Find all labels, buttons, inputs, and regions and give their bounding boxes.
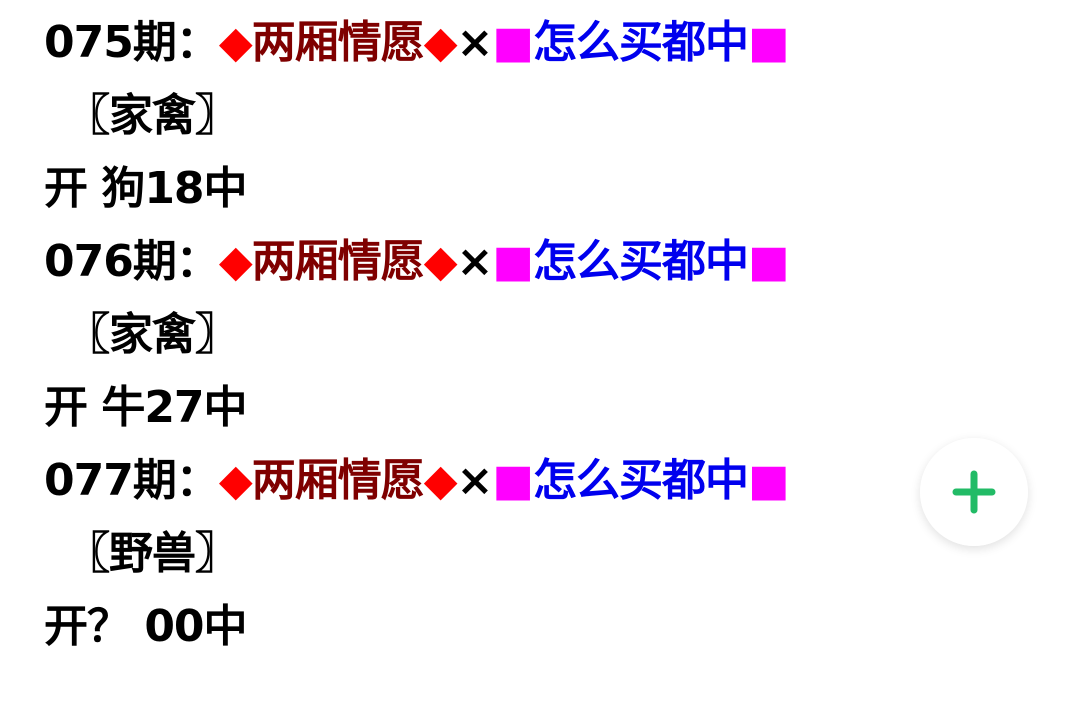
times-icon: × (456, 455, 494, 506)
diamond-icon: ◆ (218, 17, 253, 68)
diamond-icon: ◆ (423, 236, 458, 287)
category-label: 〖家禽〗 (66, 90, 239, 141)
title-part1: 两厢情愿 (251, 17, 425, 68)
times-icon: × (456, 236, 494, 287)
times-icon: × (456, 17, 494, 68)
record-header-075: 075期：◆两厢情愿◆×■怎么买都中■ (44, 6, 790, 79)
square-icon: ■ (748, 236, 790, 287)
diamond-icon: ◆ (423, 455, 458, 506)
plus-icon (952, 470, 996, 514)
title-part1: 两厢情愿 (251, 455, 425, 506)
period-label: 077期： (44, 455, 220, 506)
diamond-icon: ◆ (423, 17, 458, 68)
title-part1: 两厢情愿 (251, 236, 425, 287)
result-label: 开 牛27中 (44, 382, 248, 433)
add-button[interactable] (920, 438, 1028, 546)
record-header-076: 076期：◆两厢情愿◆×■怎么买都中■ (44, 225, 790, 298)
period-label: 075期： (44, 17, 220, 68)
period-label: 076期： (44, 236, 220, 287)
square-icon: ■ (748, 455, 790, 506)
result-label: 开 狗18中 (44, 163, 248, 214)
title-part2: 怎么买都中 (533, 17, 749, 68)
category-label: 〖野兽〗 (66, 528, 239, 579)
diamond-icon: ◆ (218, 455, 253, 506)
record-header-077: 077期：◆两厢情愿◆×■怎么买都中■ (44, 444, 790, 517)
square-icon: ■ (492, 455, 534, 506)
result-label: 开？ 00中 (44, 601, 248, 652)
diamond-icon: ◆ (218, 236, 253, 287)
title-part2: 怎么买都中 (533, 236, 749, 287)
square-icon: ■ (492, 17, 534, 68)
title-part2: 怎么买都中 (533, 455, 749, 506)
square-icon: ■ (492, 236, 534, 287)
post-content: 075期：◆两厢情愿◆×■怎么买都中■ 〖家禽〗 开 狗18中 076期：◆两厢… (44, 6, 790, 663)
category-label: 〖家禽〗 (66, 309, 239, 360)
square-icon: ■ (748, 17, 790, 68)
